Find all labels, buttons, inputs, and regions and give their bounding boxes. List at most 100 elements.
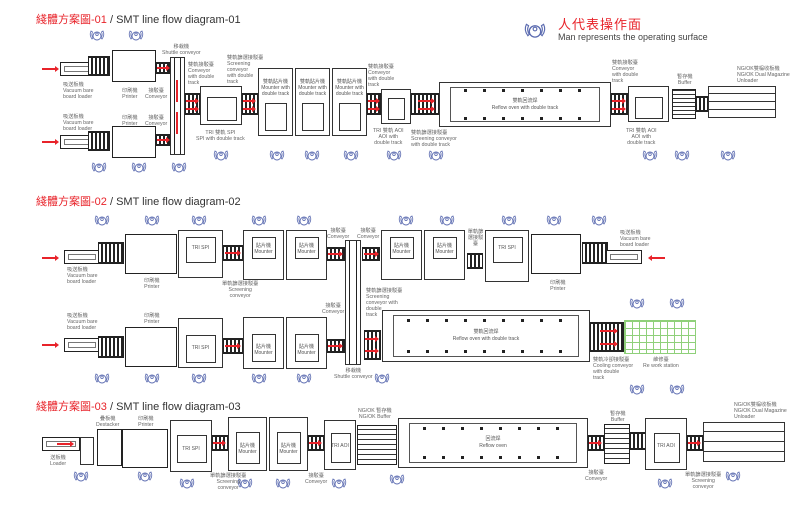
- operator-icon: [397, 213, 415, 227]
- label-line: Printer: [144, 284, 160, 290]
- machine-text: Mounter: [279, 449, 298, 455]
- label-line: 移栽機: [345, 368, 362, 374]
- printer-bottom: [112, 126, 156, 158]
- printer: [122, 429, 168, 468]
- label-line: 印刷機: [144, 313, 160, 319]
- label-line: track: [188, 80, 200, 86]
- operator-icon: [127, 28, 145, 42]
- operator-icon: [500, 213, 518, 227]
- label-line: NG/OK Dual Magazine: [737, 72, 790, 78]
- operator-icon: [545, 213, 563, 227]
- machine-text: 貼片機: [255, 243, 271, 249]
- label-line: with double: [612, 72, 639, 78]
- machine-text: TRI SPI: [498, 245, 516, 251]
- label-line: Conveyor: [305, 479, 328, 485]
- label-line: with double: [188, 74, 215, 80]
- operator-icon: [268, 148, 286, 162]
- conveyor: [696, 96, 708, 112]
- operator-icon: [388, 472, 406, 486]
- label-line: Unloader: [737, 78, 759, 84]
- machine-text: TRI SPI: [191, 245, 210, 251]
- machine-text: TRI AOI: [331, 443, 349, 449]
- spi: TRI SPI: [170, 420, 212, 472]
- label-line: conveyor: [692, 484, 714, 490]
- machine-text: 回流焊: [485, 436, 501, 442]
- label-line: 印刷機: [122, 88, 138, 94]
- flow-arrow: [157, 65, 170, 71]
- operator-icon: [93, 213, 111, 227]
- flow-arrow: [225, 343, 241, 349]
- label-line: 接駁臺: [148, 88, 164, 94]
- label-line: board loader: [63, 94, 93, 100]
- flow-arrow: [186, 106, 199, 112]
- machine-text: TRI SPI: [182, 446, 200, 452]
- flow-arrow: [600, 328, 618, 334]
- input-arrow: [42, 342, 59, 348]
- label-line: 雙軌篩選接駁臺: [411, 130, 448, 136]
- machine-window: [295, 237, 319, 259]
- label-line: 接駁臺: [330, 228, 346, 234]
- operator-icon: [342, 148, 360, 162]
- machine-text: TRI SPI: [191, 345, 210, 351]
- heater-row: [407, 350, 565, 353]
- label-line: board loader: [67, 325, 97, 331]
- machine-text: 貼片機: [298, 344, 314, 350]
- operator-icon: [212, 148, 230, 162]
- label-line: conveyor: [227, 67, 249, 73]
- operator-icon: [170, 160, 188, 174]
- label-line: 雙軌接駁臺: [368, 64, 394, 70]
- label-line: double track: [627, 140, 656, 146]
- diagram-03-title: 綫體方案圖-03 / SMT line flow diagram-03: [36, 398, 241, 414]
- label-line: 暫存機: [610, 411, 626, 417]
- machine-window: [390, 237, 414, 259]
- title-zh: 綫體方案圖-01: [36, 14, 107, 26]
- machine-window: [493, 237, 523, 263]
- label-line: 雙軌冷卻接駁臺: [593, 357, 630, 363]
- label-line: Conveyor: [188, 68, 211, 74]
- mounter-2: 雙軌貼片機 Mounter with double track: [295, 68, 330, 136]
- aoi-1: TRI AOI: [324, 420, 356, 470]
- operator-icon: [190, 371, 208, 385]
- machine-text: 貼片機: [239, 443, 255, 449]
- flow-arrow: [364, 251, 379, 257]
- machine-window: [277, 432, 301, 464]
- machine-text: Mounter: [254, 350, 273, 356]
- label-line: Printer: [550, 286, 566, 292]
- operator-icon: [438, 213, 456, 227]
- machine-window: [236, 432, 260, 464]
- oven-chamber: [393, 315, 579, 357]
- ng-ok-buffer: [357, 425, 397, 465]
- machine-window: [186, 335, 216, 363]
- heater-row: [464, 117, 586, 120]
- label-line: Vacuum bare: [63, 88, 94, 94]
- label-line: Conveyor: [585, 476, 608, 482]
- flow-arrow: [243, 106, 256, 112]
- machine-window: [252, 237, 276, 259]
- operator-icon: [190, 213, 208, 227]
- machine-text: TRI AOI: [657, 443, 675, 449]
- label-line: conveyor with: [366, 300, 398, 306]
- operator-icon: [656, 476, 674, 490]
- input-arrow: [648, 255, 665, 261]
- flow-arrow: [365, 336, 379, 342]
- operator-icon: [385, 148, 403, 162]
- machine-text: 貼片機: [298, 243, 314, 249]
- label-line: AOI with: [631, 134, 652, 140]
- machine-text: double track: [261, 91, 290, 97]
- printer-a: [125, 234, 177, 274]
- label-line: NG/OK Buffer: [358, 414, 391, 420]
- label-line: 單軌篩選接駁臺: [222, 281, 259, 287]
- label-line: SPI with double track: [196, 136, 245, 142]
- machine-text: Reflow oven: [479, 443, 507, 449]
- flow-arrow: [600, 341, 618, 347]
- operator-icon: [590, 213, 608, 227]
- machine-text: double track: [335, 91, 364, 97]
